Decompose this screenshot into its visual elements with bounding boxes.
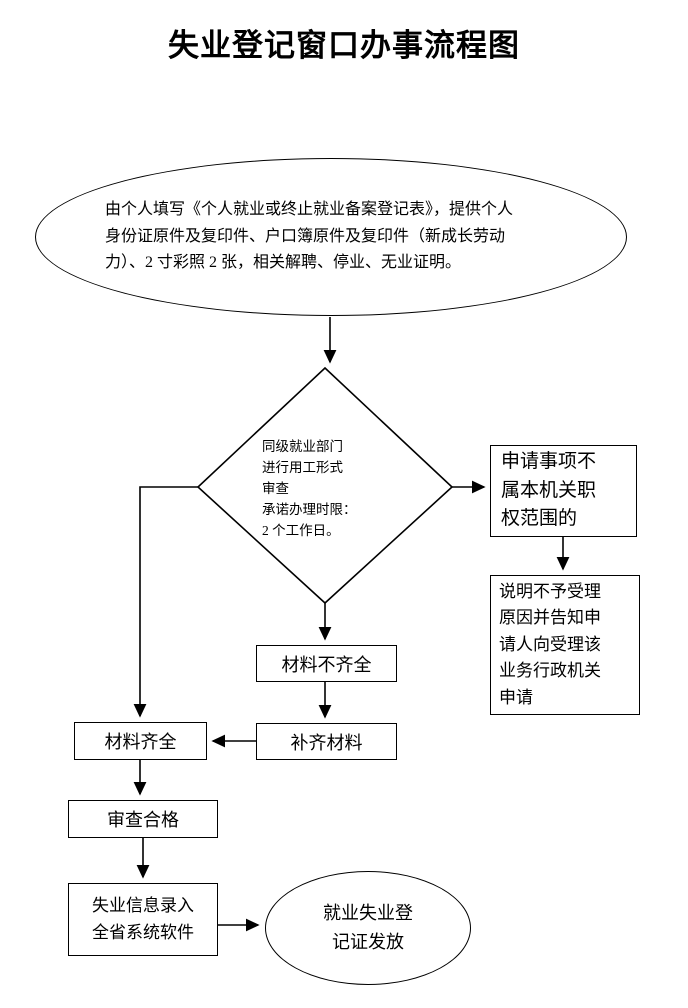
start-ellipse-node: 由个人填写《个人就业或终止就业备案登记表》，提供个人 身份证原件及复印件、户口簿… [35,158,627,316]
review-passed-box: 审查合格 [68,800,218,838]
not-in-scope-box: 申请事项不 属本机关职 权范围的 [490,445,637,537]
info-entry-box: 失业信息录入 全省系统软件 [68,883,218,956]
decision-node-text: 同级就业部门 进行用工形式 审查 承诺办理时限： 2 个工作日。 [262,439,357,538]
materials-complete-box: 材料齐全 [74,722,207,760]
end-ellipse-node: 就业失业登 记证发放 [265,871,471,985]
arrow-decision-to-complete [133,486,198,718]
page-title: 失业登记窗口办事流程图 [168,28,520,63]
supplement-materials-box: 补齐材料 [256,723,397,760]
materials-incomplete-box: 材料不齐全 [256,645,397,682]
explain-rejection-box: 说明不予受理 原因并告知申 请人向受理该 业务行政机关 申请 [490,575,640,715]
start-ellipse-text: 由个人填写《个人就业或终止就业备案登记表》，提供个人 身份证原件及复印件、户口簿… [105,200,514,272]
